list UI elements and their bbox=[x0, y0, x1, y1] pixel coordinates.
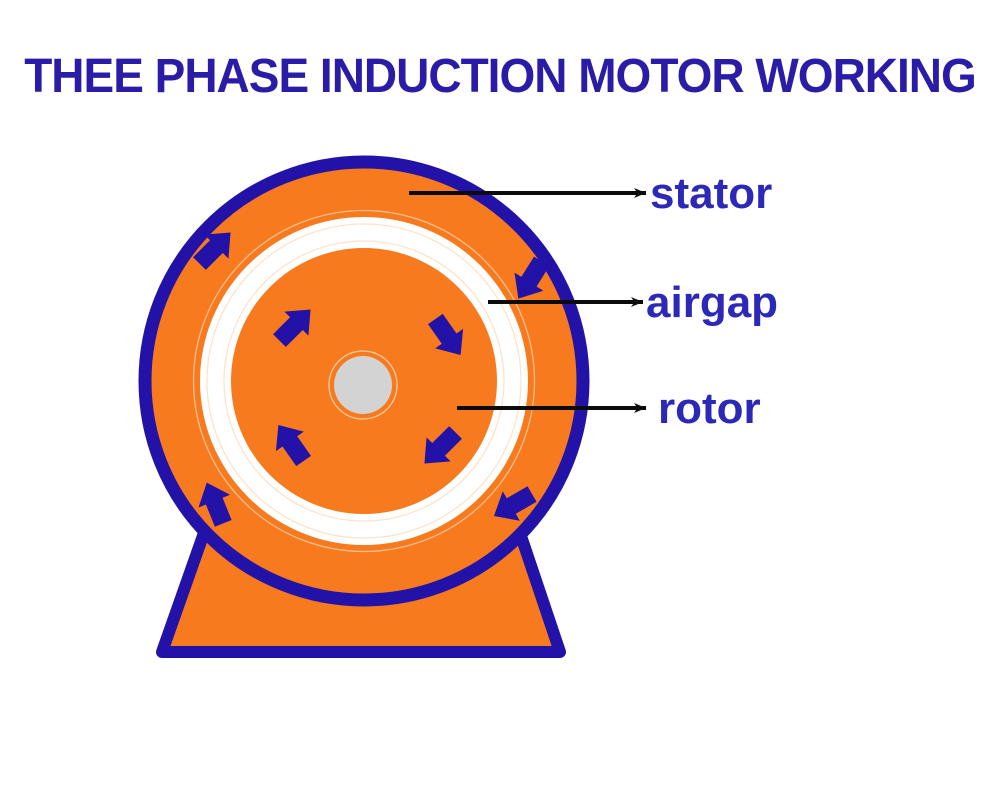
airgap-outline-outer bbox=[206, 223, 522, 539]
airgap-label: airgap bbox=[646, 278, 779, 327]
stator-inner-outline bbox=[192, 209, 536, 553]
stator-label: stator bbox=[650, 169, 773, 218]
stator-rotation-arrow-top-right bbox=[514, 256, 550, 299]
shaft-outline bbox=[328, 350, 398, 420]
rotor-label: rotor bbox=[658, 384, 761, 433]
stator-rotation-arrows bbox=[193, 232, 550, 527]
airgap-outline-inner bbox=[223, 240, 505, 522]
stator-rotation-arrow-bottom-left bbox=[198, 482, 232, 527]
callout-lines bbox=[409, 188, 646, 413]
stator-rotation-arrow-bottom-right bbox=[493, 486, 537, 521]
shaft bbox=[334, 356, 392, 414]
page-title: THEE PHASE INDUCTION MOTOR WORKING bbox=[24, 47, 977, 103]
stator-rotation-arrow-top-left bbox=[193, 232, 231, 270]
rotor-rotation-arrow-top-right bbox=[428, 313, 464, 356]
rotor-rotation-arrow-bottom-left bbox=[275, 424, 311, 467]
rotor-rotation-arrow-top-left bbox=[273, 309, 311, 347]
rotor-rotation-arrow-bottom-right bbox=[424, 426, 462, 464]
rotor-rotation-arrows bbox=[273, 309, 464, 467]
